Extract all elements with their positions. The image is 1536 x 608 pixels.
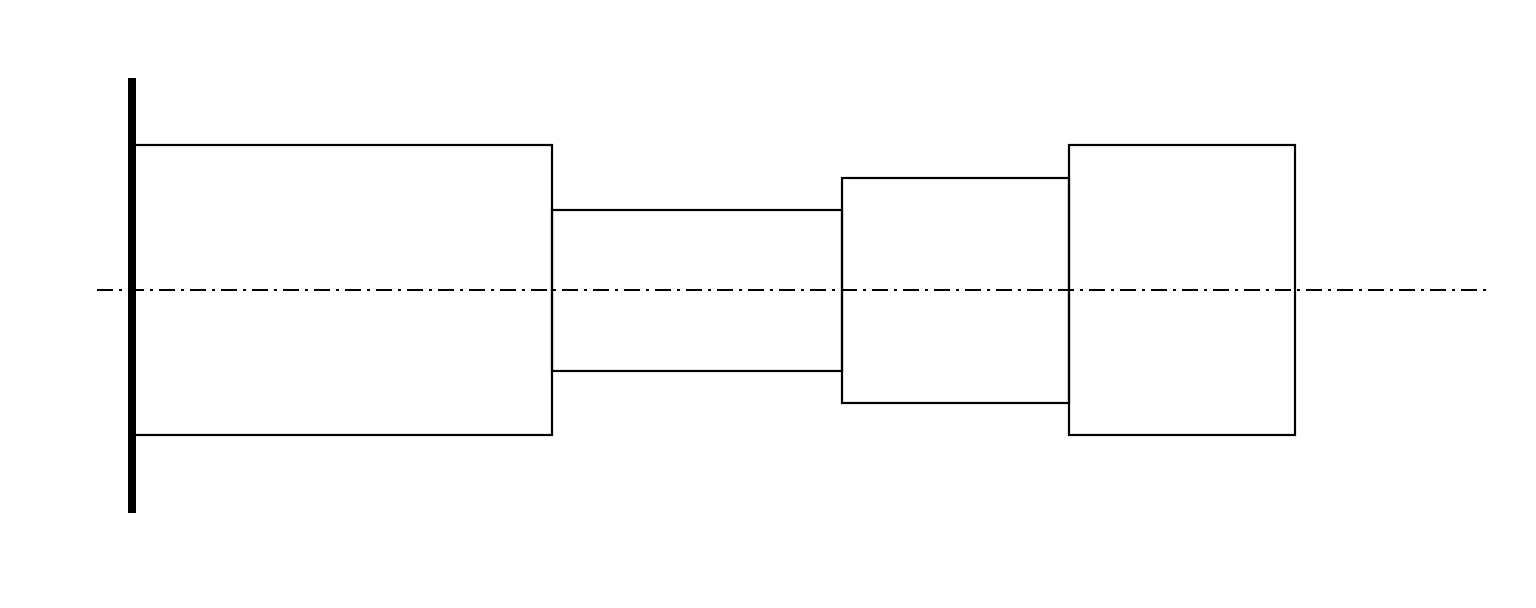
stepped-shaft-diagram <box>97 78 1486 513</box>
shaft-drawing-canvas <box>97 78 1486 513</box>
